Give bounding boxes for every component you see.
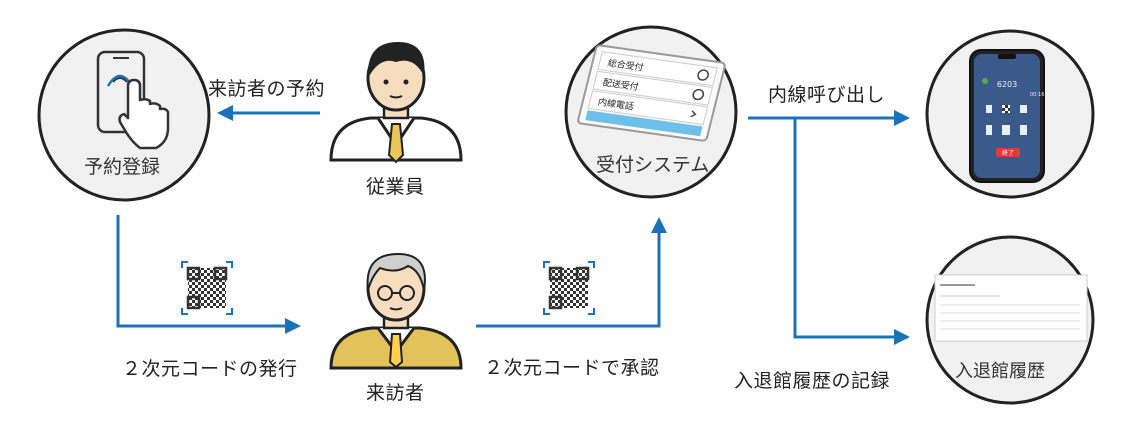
node-label-history: 入退館履歴 bbox=[955, 361, 1045, 382]
visitor-icon bbox=[329, 252, 463, 370]
arrow-history-record bbox=[793, 118, 910, 345]
arrows bbox=[116, 105, 910, 345]
phone-time: 00:16 bbox=[1030, 92, 1044, 98]
phone-end-button: 終了 bbox=[1002, 149, 1014, 157]
phone-number: 6203 bbox=[997, 80, 1017, 89]
edge-label-extension-call: 内線呼び出し bbox=[768, 84, 886, 106]
person-label-employee: 従業員 bbox=[366, 176, 425, 198]
edge-label-history-record: 入退館履歴の記録 bbox=[734, 370, 891, 392]
node-reception-system: 総合受付 配送受付 内線電話 bbox=[564, 25, 738, 199]
edge-label-qr-approve: ２次元コードで承認 bbox=[484, 357, 660, 379]
node-label-reservation: 予約登録 bbox=[84, 156, 161, 178]
qr-code-icon bbox=[543, 261, 595, 315]
history-screen-icon bbox=[934, 274, 1088, 342]
arrow-qr-approve bbox=[476, 217, 667, 328]
employee-icon bbox=[329, 42, 463, 164]
phone-tap-icon bbox=[96, 50, 170, 150]
edge-label-reservation: 来訪者の予約 bbox=[208, 78, 326, 100]
tablet-icon: 総合受付 配送受付 内線電話 bbox=[577, 44, 726, 142]
arrow-qr-issue bbox=[116, 215, 301, 334]
edge-label-qr-issue: ２次元コードの発行 bbox=[122, 358, 298, 380]
node-reservation bbox=[37, 28, 211, 202]
qr-code-icon bbox=[181, 261, 233, 315]
person-label-visitor: 来訪者 bbox=[366, 382, 425, 404]
node-smartphone: 6203 00:16 終了 bbox=[925, 29, 1095, 199]
node-label-reception-system: 受付システム bbox=[596, 154, 710, 176]
smartphone-icon: 6203 00:16 終了 bbox=[969, 49, 1045, 183]
node-history bbox=[925, 235, 1095, 405]
